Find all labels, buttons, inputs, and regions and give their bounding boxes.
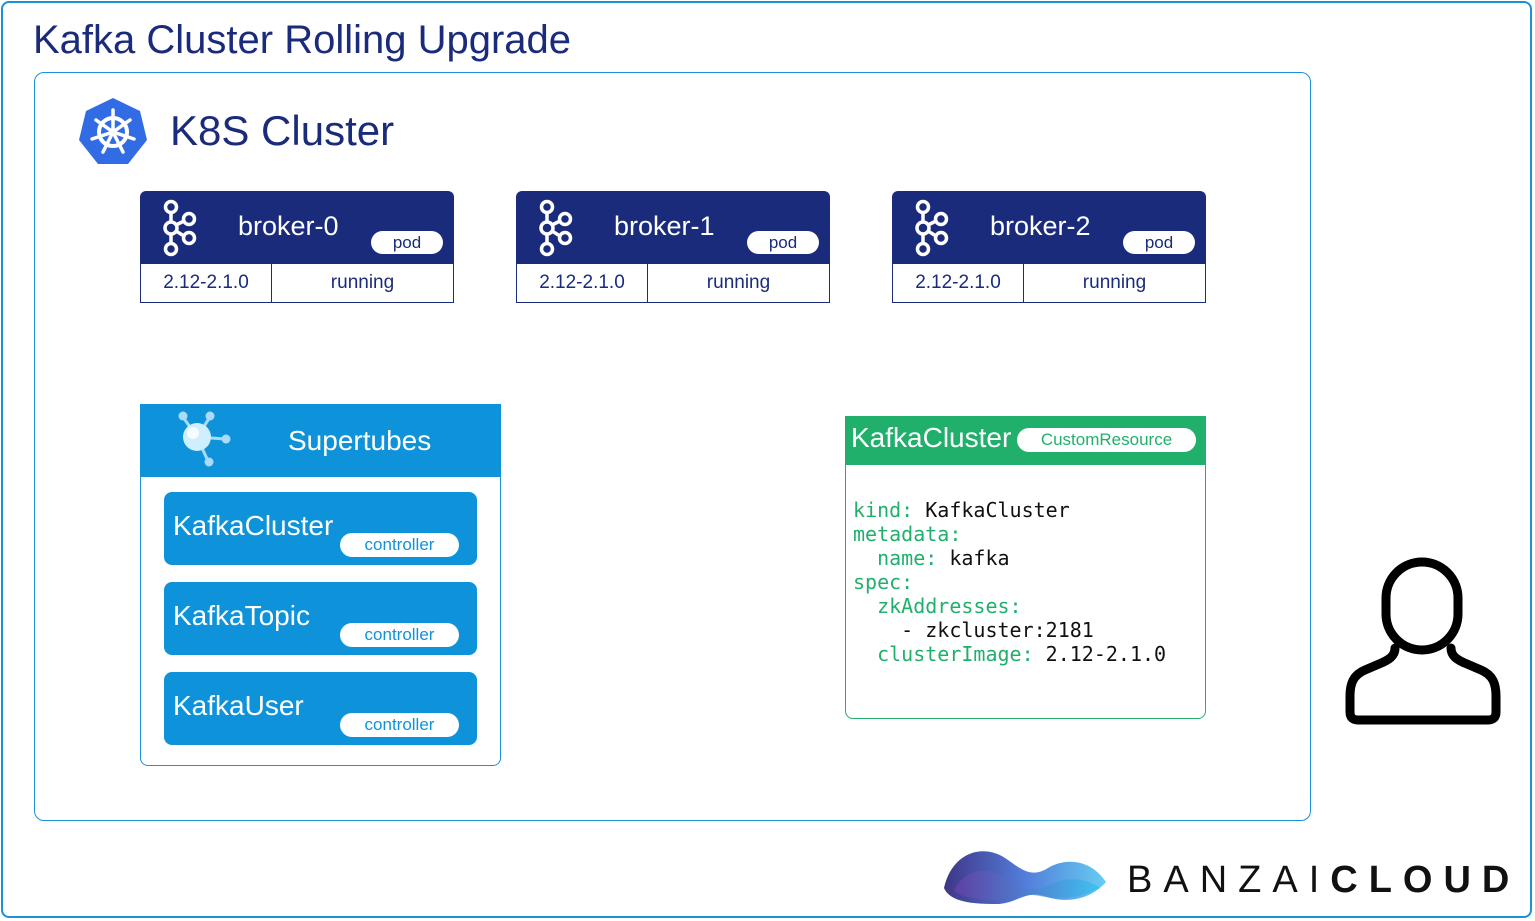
yaml-line: - zkcluster:2181 [853, 618, 1166, 642]
yaml-line: zkAddresses: [853, 594, 1166, 618]
broker-version: 2.12-2.1.0 [893, 264, 1024, 302]
broker-version: 2.12-2.1.0 [141, 264, 272, 302]
broker-card[interactable]: broker-2 pod 2.12-2.1.0 running [892, 191, 1206, 303]
banzai-cloud-logo-icon [944, 851, 1106, 904]
controller-name: KafkaCluster [173, 510, 334, 541]
pod-badge: pod [747, 231, 819, 254]
yaml-key: clusterImage: [853, 642, 1034, 666]
broker-header: broker-1 pod [516, 191, 830, 264]
controller-card[interactable]: KafkaTopic controller [164, 582, 477, 655]
kubernetes-icon [79, 98, 147, 164]
controller-card[interactable]: KafkaUser controller [164, 672, 477, 745]
yaml-key: metadata: [853, 522, 962, 546]
brand-light-text: BANZAI [1127, 859, 1331, 901]
supertubes-title: Supertubes [288, 425, 432, 456]
supertubes-icon [178, 411, 231, 467]
page-title: Kafka Cluster Rolling Upgrade [33, 18, 572, 62]
k8s-cluster-box [34, 72, 1311, 821]
user-icon [1345, 557, 1501, 725]
kafka-icon [539, 199, 573, 257]
yaml-value: - zkcluster:2181 [853, 618, 1094, 642]
banzai-cloud-wordmark: BANZAICLOUD [1127, 857, 1520, 903]
broker-footer: 2.12-2.1.0 running [140, 264, 454, 303]
kafka-icon [915, 199, 949, 257]
yaml-line: metadata: [853, 522, 1166, 546]
broker-card[interactable]: broker-1 pod 2.12-2.1.0 running [516, 191, 830, 303]
controller-name: KafkaUser [173, 690, 304, 721]
broker-name: broker-0 [238, 211, 339, 241]
yaml-block: kind: KafkaCluster metadata: name: kafka… [853, 498, 1166, 666]
custom-resource-title: KafkaCluster [851, 422, 1012, 453]
controller-card[interactable]: KafkaCluster controller [164, 492, 477, 565]
yaml-line: spec: [853, 570, 1166, 594]
yaml-key: spec: [853, 570, 914, 594]
yaml-line: name: kafka [853, 546, 1166, 570]
yaml-key: name: [853, 546, 938, 570]
yaml-value: kafka [937, 546, 1010, 570]
yaml-value: KafkaCluster [913, 498, 1070, 522]
yaml-line: kind: KafkaCluster [853, 498, 1166, 522]
brand-bold-text: CLOUD [1330, 859, 1521, 901]
yaml-line: clusterImage: 2.12-2.1.0 [853, 642, 1166, 666]
broker-header: broker-0 pod [140, 191, 454, 264]
broker-footer: 2.12-2.1.0 running [516, 264, 830, 303]
broker-version: 2.12-2.1.0 [517, 264, 648, 302]
yaml-key: zkAddresses: [853, 594, 1022, 618]
controller-badge: controller [340, 713, 459, 737]
broker-status: running [330, 272, 395, 293]
pod-badge: pod [1123, 231, 1195, 254]
yaml-value: 2.12-2.1.0 [1033, 642, 1167, 666]
yaml-key: kind: [853, 498, 914, 522]
broker-status: running [1082, 272, 1147, 293]
controller-badge: controller [340, 623, 459, 647]
broker-footer: 2.12-2.1.0 running [892, 264, 1206, 303]
broker-header: broker-2 pod [892, 191, 1206, 264]
kafka-icon [163, 199, 197, 257]
controller-badge: controller [340, 533, 459, 557]
pod-badge: pod [371, 231, 443, 254]
custom-resource-badge: CustomResource [1017, 428, 1196, 452]
broker-name: broker-2 [990, 211, 1091, 241]
k8s-cluster-title: K8S Cluster [170, 107, 395, 154]
broker-status: running [706, 272, 771, 293]
controller-name: KafkaTopic [173, 600, 310, 631]
broker-name: broker-1 [614, 211, 715, 241]
broker-card[interactable]: broker-0 pod 2.12-2.1.0 running [140, 191, 454, 303]
